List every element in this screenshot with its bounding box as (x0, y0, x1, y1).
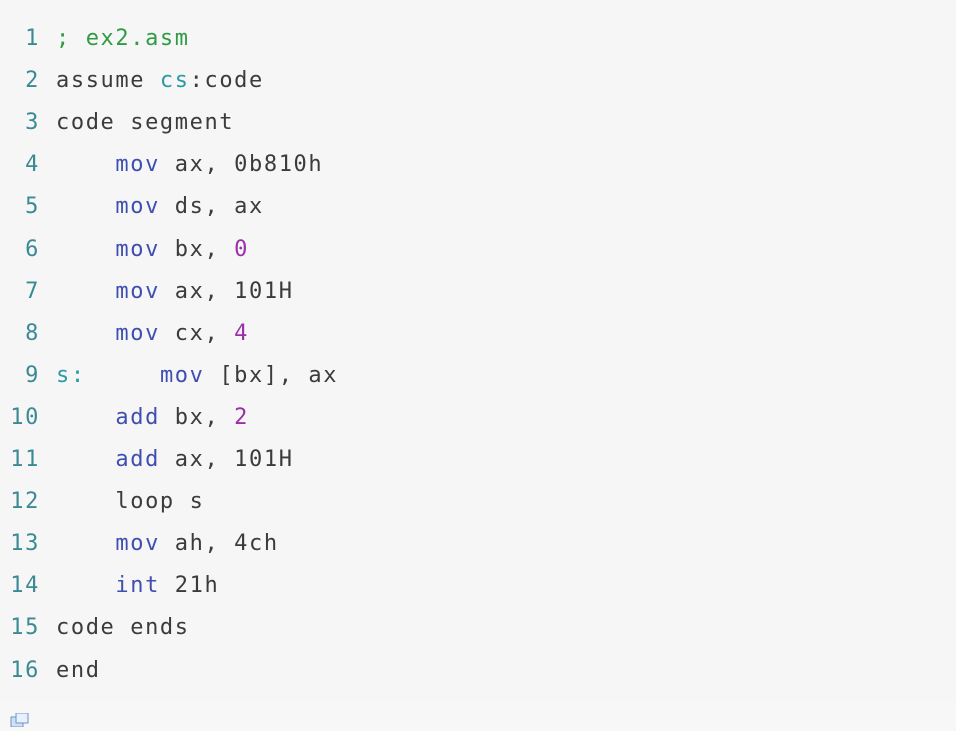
token-text (56, 152, 115, 177)
code-line: 10 add bx, 2 (0, 397, 249, 439)
line-number: 4 (25, 152, 40, 178)
line-number: 11 (10, 447, 40, 472)
token-kw: mov (115, 320, 160, 346)
line-number: 2 (25, 68, 40, 94)
token-label: s: (56, 362, 86, 388)
code-line: 9 s: mov [bx], ax (0, 355, 338, 397)
line-number: 13 (10, 531, 40, 557)
token-reg: cs (159, 68, 190, 94)
code-line: 3 code segment (0, 102, 234, 144)
line-number: 5 (25, 194, 40, 220)
code-line: 6 mov bx, 0 (0, 229, 249, 271)
line-number: 10 (10, 404, 40, 430)
token-text (56, 321, 115, 346)
token-kw: mov (115, 278, 160, 304)
token-text: :code (189, 68, 264, 94)
token-text (56, 531, 115, 556)
token-text (56, 447, 115, 472)
token-text: ax, 0b810h (159, 152, 324, 178)
line-number: 7 (25, 278, 40, 304)
line-number: 16 (10, 657, 40, 683)
code-line: 7 mov ax, 101H (0, 271, 294, 313)
code-line: 4 mov ax, 0b810h (0, 144, 323, 186)
code-line: 8 mov cx, 4 (0, 313, 249, 355)
token-kw: add (115, 404, 160, 430)
token-text (56, 279, 115, 304)
token-text: bx, (159, 404, 235, 430)
code-line: 13 mov ah, 4ch (0, 523, 279, 565)
code-line: 16 end (0, 650, 101, 692)
token-kw: mov (159, 362, 205, 388)
token-num: 4 (234, 320, 250, 346)
token-text: code ends (56, 615, 190, 641)
code-line: 15 code ends (0, 607, 190, 649)
token-text: loop s (56, 489, 205, 515)
token-num: 0 (234, 236, 250, 262)
token-kw: int (115, 573, 160, 599)
token-text: end (56, 657, 101, 683)
line-number: 6 (25, 236, 40, 262)
line-number: 9 (25, 362, 40, 388)
token-kw: mov (115, 194, 160, 220)
token-comment: ; ex2.asm (56, 26, 190, 51)
token-text: cx, (159, 320, 235, 346)
token-text (86, 363, 160, 388)
line-number: 3 (25, 110, 40, 136)
code-line: 1 ; ex2.asm (0, 18, 190, 60)
token-num: 2 (234, 404, 250, 430)
token-text: ax, 101H (159, 278, 294, 304)
line-number: 8 (25, 320, 40, 346)
line-number: 1 (25, 26, 40, 51)
code-line: 11 add ax, 101H (0, 439, 294, 481)
token-kw: add (115, 447, 160, 472)
line-number: 14 (10, 573, 40, 599)
token-text: ds, ax (159, 194, 264, 220)
token-text (56, 573, 115, 598)
token-text (56, 194, 115, 219)
code-line: 5 mov ds, ax (0, 186, 264, 228)
copy-icon[interactable] (10, 712, 32, 728)
token-text (56, 405, 115, 430)
token-kw: mov (115, 531, 160, 557)
token-text: code segment (56, 110, 235, 136)
token-text: 21h (159, 573, 220, 599)
token-text: ah, 4ch (159, 531, 279, 557)
code-block: 1 ; ex2.asm 2 assume cs:code 3 code segment 4 … (0, 18, 338, 692)
token-text: [bx], ax (204, 362, 339, 388)
line-number: 12 (10, 489, 40, 515)
token-kw: mov (115, 152, 160, 178)
token-text: ax, 101H (159, 447, 294, 472)
code-line: 14 int 21h (0, 565, 219, 607)
code-line: 2 assume cs:code (0, 60, 264, 102)
token-text: bx, (159, 236, 235, 262)
token-text (56, 237, 115, 262)
token-kw: mov (115, 236, 160, 262)
line-number: 15 (10, 615, 40, 641)
code-line: 12 loop s (0, 481, 204, 523)
token-text: assume (56, 68, 160, 94)
